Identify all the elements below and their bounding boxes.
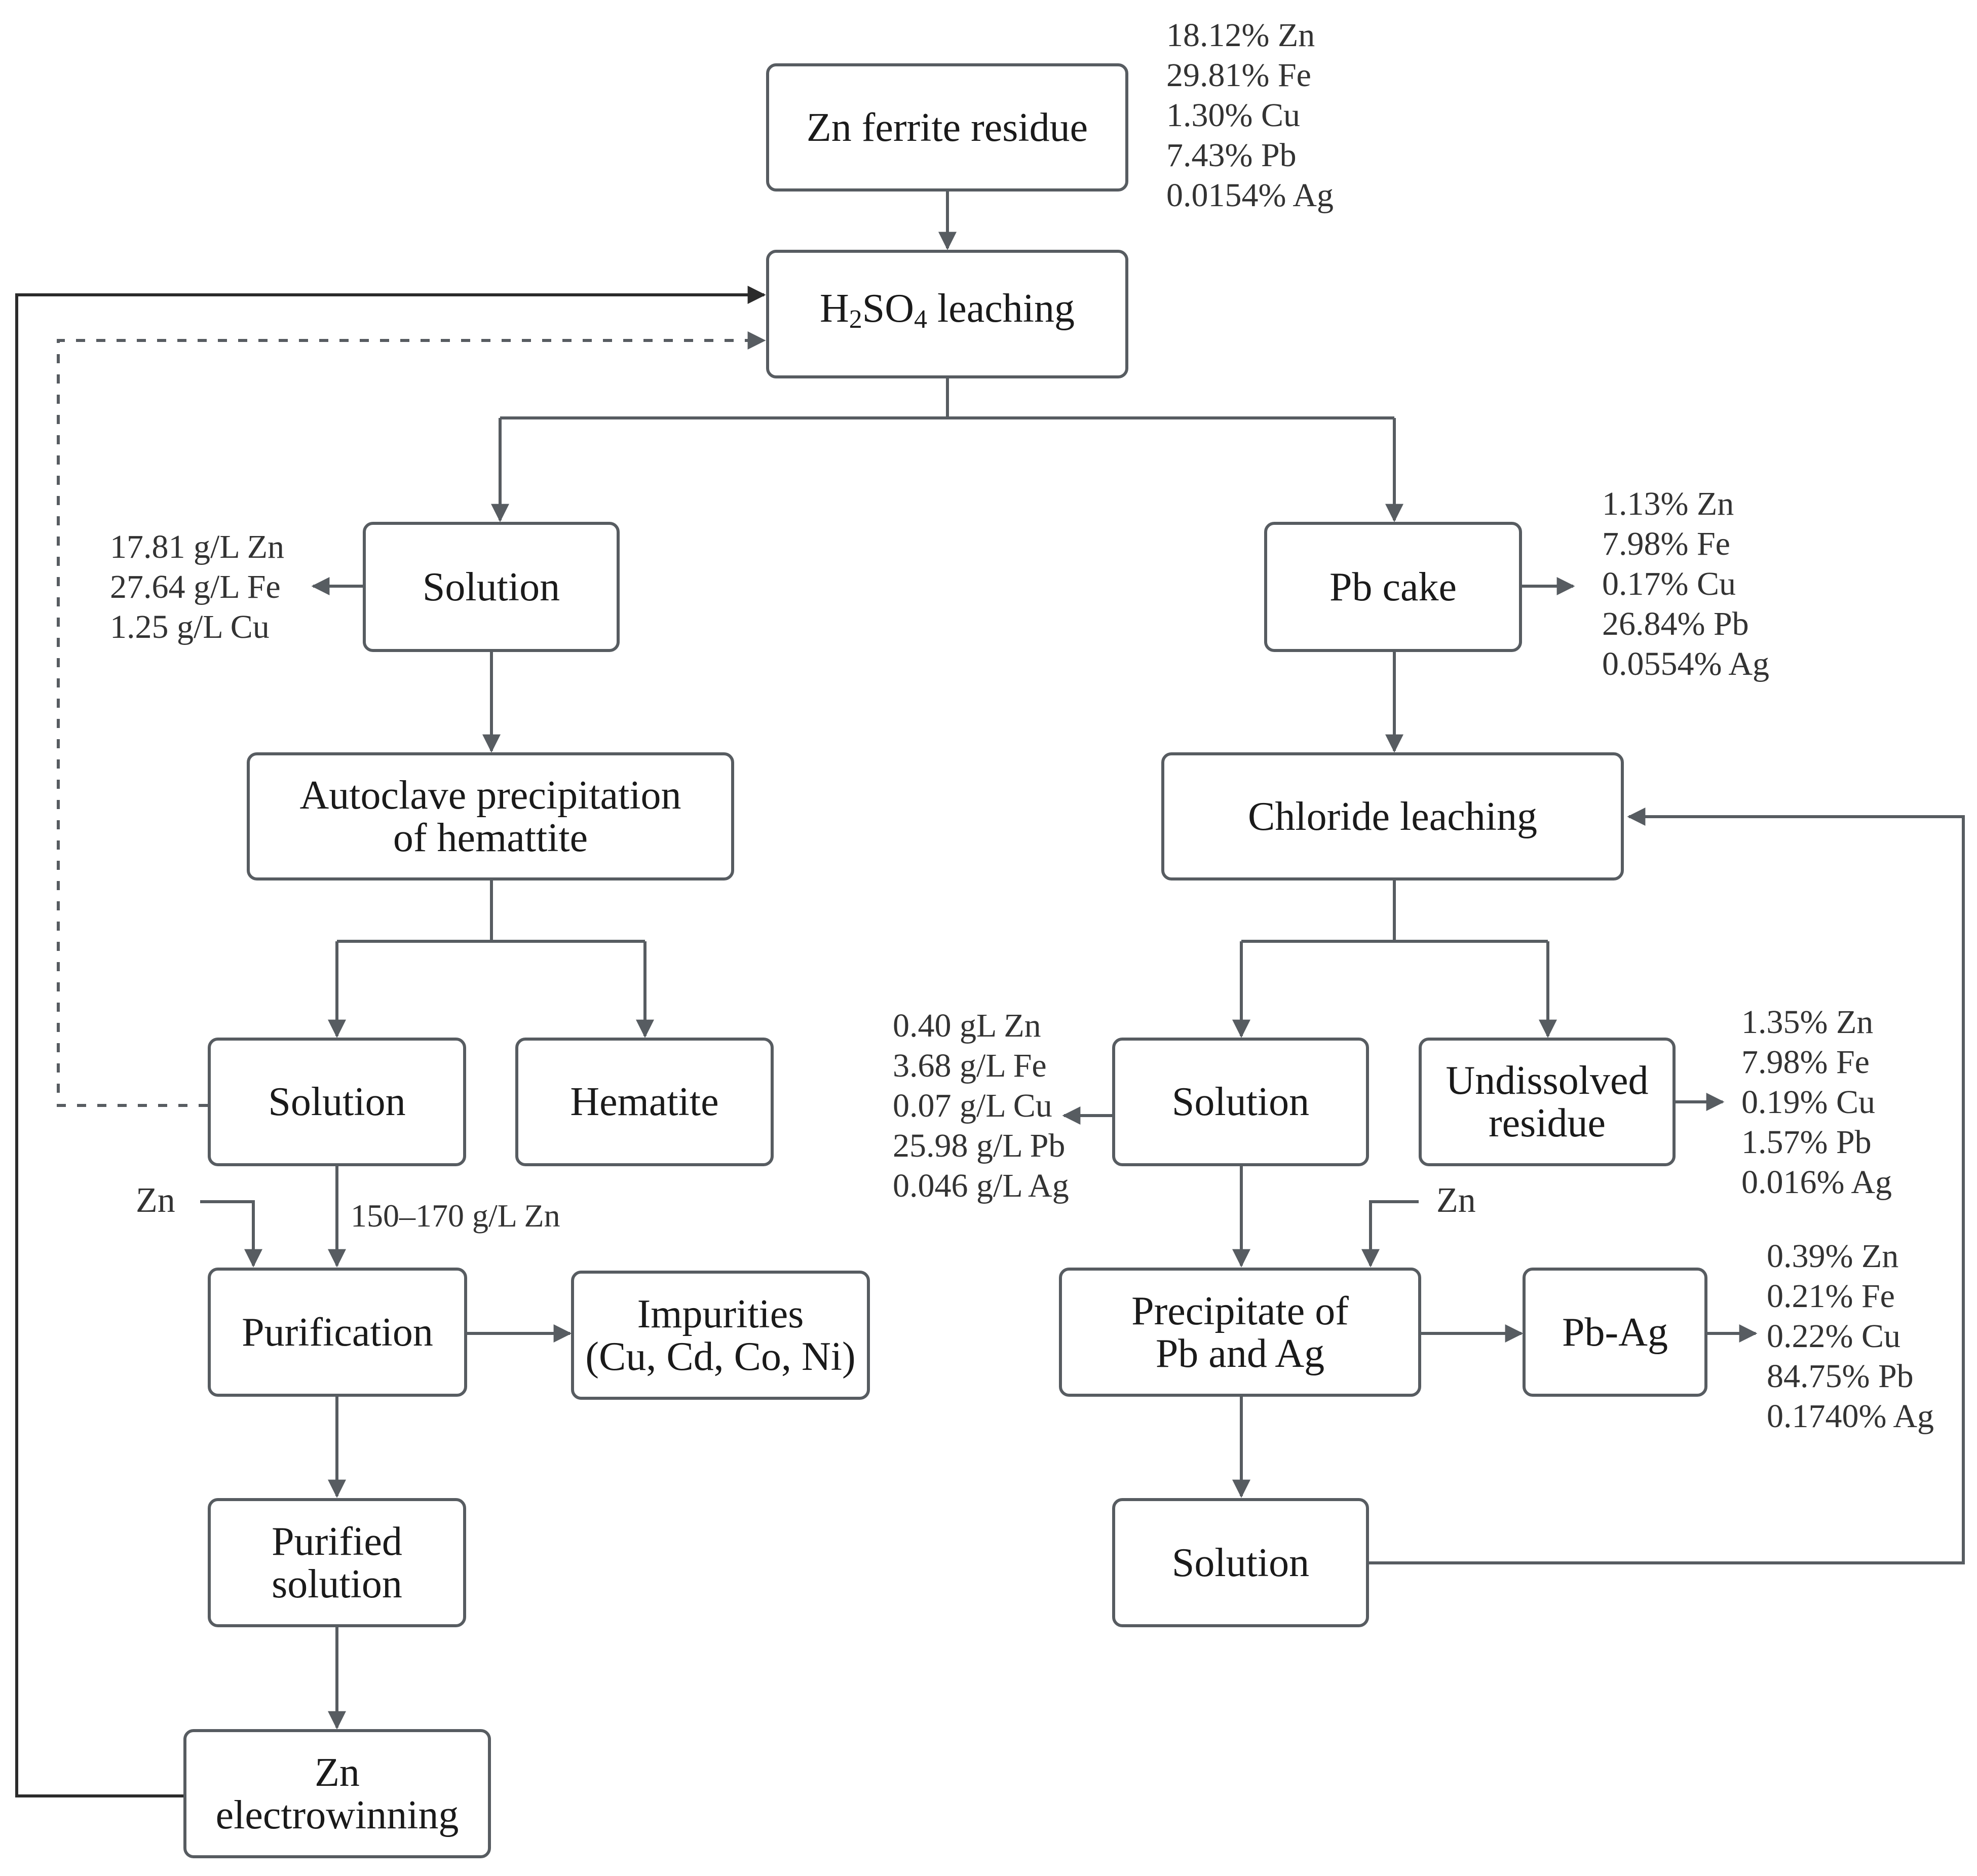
node-solution-chloride-label: Solution [1171, 1080, 1310, 1124]
annotation-pb-cake-composition: 1.13% Zn 7.98% Fe 0.17% Cu 26.84% Pb 0.0… [1602, 485, 1769, 682]
node-impurities-line1: Impurities [637, 1291, 804, 1336]
node-electrowinning-line2: electrowinning [215, 1792, 459, 1837]
node-solution-autoclave: Solution [208, 1038, 466, 1166]
node-chloride-leaching-label: Chloride leaching [1248, 794, 1537, 839]
node-purified-line1: Purified [272, 1519, 402, 1564]
node-precipitate-pb-ag: Precipitate of Pb and Ag [1059, 1268, 1421, 1397]
node-pb-ag-label: Pb-Ag [1562, 1310, 1668, 1355]
node-purified-line2: solution [272, 1561, 402, 1606]
node-impurities-line2: (Cu, Cd, Co, Ni) [585, 1334, 856, 1379]
annotation-zn-ferrite-composition: 18.12% Zn 29.81% Fe 1.30% Cu 7.43% Pb 0.… [1166, 17, 1334, 214]
node-hematite: Hematite [515, 1038, 774, 1166]
node-pb-ag: Pb-Ag [1523, 1268, 1707, 1397]
node-solution-final-label: Solution [1171, 1540, 1310, 1585]
node-solution-leach: Solution [363, 522, 620, 652]
node-precipitate-line2: Pb and Ag [1155, 1331, 1325, 1376]
node-hematite-label: Hematite [570, 1080, 719, 1124]
line-autoclave-split [337, 880, 645, 943]
arrow-zn-to-precipitate [1361, 1200, 1419, 1268]
node-solution-autoclave-label: Solution [268, 1080, 406, 1124]
node-undissolved-line2: residue [1488, 1101, 1606, 1145]
arrow-solution-recycle-dotted [57, 331, 766, 1107]
label-solution-concentration: 150–170 g/L Zn [351, 1198, 560, 1234]
node-undissolved-residue: Undissolved residue [1419, 1038, 1676, 1166]
node-pb-cake-label: Pb cake [1329, 564, 1457, 609]
node-purified-solution: Purified solution [208, 1498, 466, 1627]
node-undissolved-line1: Undissolved [1446, 1058, 1649, 1103]
label-zn-input-right: Zn [1436, 1181, 1476, 1220]
node-chloride-leaching: Chloride leaching [1161, 752, 1624, 880]
node-h2so4-leaching: H2SO4 leaching [766, 250, 1128, 378]
node-zn-ferrite-residue: Zn ferrite residue [766, 63, 1128, 192]
node-zn-electrowinning: Zn electrowinning [183, 1729, 491, 1858]
node-zn-ferrite-residue-label: Zn ferrite residue [806, 105, 1088, 150]
node-autoclave-precipitation: Autoclave precipitation of hemattite [247, 752, 734, 880]
arrow-electrowinning-recycle [15, 286, 766, 1797]
node-purification-label: Purification [242, 1310, 433, 1355]
node-h2so4-leaching-label: H2SO4 leaching [819, 286, 1075, 334]
annotation-solution-composition: 17.81 g/L Zn 27.64 g/L Fe 1.25 g/L Cu [110, 528, 285, 645]
node-solution-final: Solution [1112, 1498, 1369, 1627]
node-electrowinning-line1: Zn [315, 1750, 360, 1795]
node-precipitate-line1: Precipitate of [1131, 1288, 1349, 1333]
node-solution-leach-label: Solution [422, 564, 560, 609]
node-autoclave-line1: Autoclave precipitation [299, 773, 681, 818]
node-autoclave-line2: of hemattite [393, 815, 588, 860]
node-impurities: Impurities (Cu, Cd, Co, Ni) [571, 1271, 870, 1400]
arrow-solution4-recycle [1369, 808, 1965, 1564]
node-purification: Purification [208, 1268, 467, 1397]
annotation-undissolved-composition: 1.35% Zn 7.98% Fe 0.19% Cu 1.57% Pb 0.01… [1741, 1004, 1892, 1201]
line-leaching-split [500, 378, 1394, 419]
node-pb-cake: Pb cake [1264, 522, 1522, 652]
node-solution-chloride: Solution [1112, 1038, 1369, 1166]
line-chloride-split [1241, 880, 1548, 943]
label-zn-input-left: Zn [136, 1181, 175, 1220]
annotation-chloride-solution-composition: 0.40 gL Zn 3.68 g/L Fe 0.07 g/L Cu 25.98… [893, 1007, 1069, 1204]
arrow-zn-to-purification [200, 1200, 262, 1268]
annotation-pb-ag-composition: 0.39% Zn 0.21% Fe 0.22% Cu 84.75% Pb 0.1… [1767, 1238, 1934, 1435]
